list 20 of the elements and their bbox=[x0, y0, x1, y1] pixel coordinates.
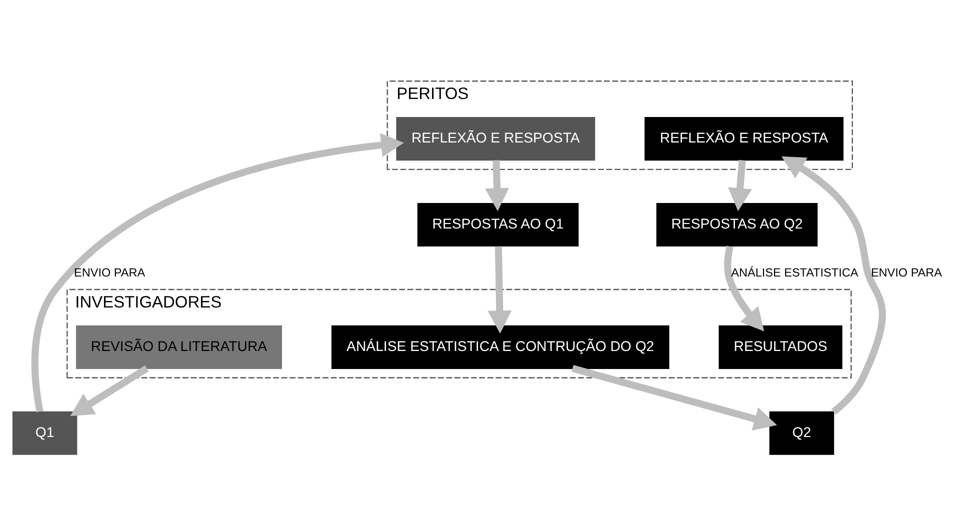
edge-label: ANÁLISE ESTATISTICA bbox=[731, 266, 858, 280]
node-box: ANÁLISE ESTATISTICA E CONTRUÇÃO DO Q2 bbox=[331, 324, 670, 368]
node-box: RESULTADOS bbox=[718, 324, 842, 368]
node-box: REVISÃO DA LITERATURA bbox=[76, 324, 282, 368]
arrow bbox=[485, 160, 510, 211]
node-box: REFLEXÃO E RESPOSTA bbox=[644, 116, 844, 160]
arrow bbox=[70, 364, 149, 416]
edge-label: ENVIO PARA bbox=[870, 266, 942, 280]
arrow bbox=[572, 364, 778, 430]
node-box: Q1 bbox=[12, 410, 78, 454]
arrow bbox=[728, 159, 752, 211]
edge-label: ENVIO PARA bbox=[74, 266, 146, 280]
arrow bbox=[488, 246, 512, 334]
node-box: REFLEXÃO E RESPOSTA bbox=[396, 116, 596, 160]
arrow bbox=[782, 156, 886, 414]
arrow bbox=[724, 245, 764, 331]
node-box: RESPOSTAS AO Q1 bbox=[417, 202, 579, 246]
node-box: RESPOSTAS AO Q2 bbox=[656, 202, 818, 246]
node-box: Q2 bbox=[769, 410, 834, 454]
arrow bbox=[31, 132, 404, 412]
